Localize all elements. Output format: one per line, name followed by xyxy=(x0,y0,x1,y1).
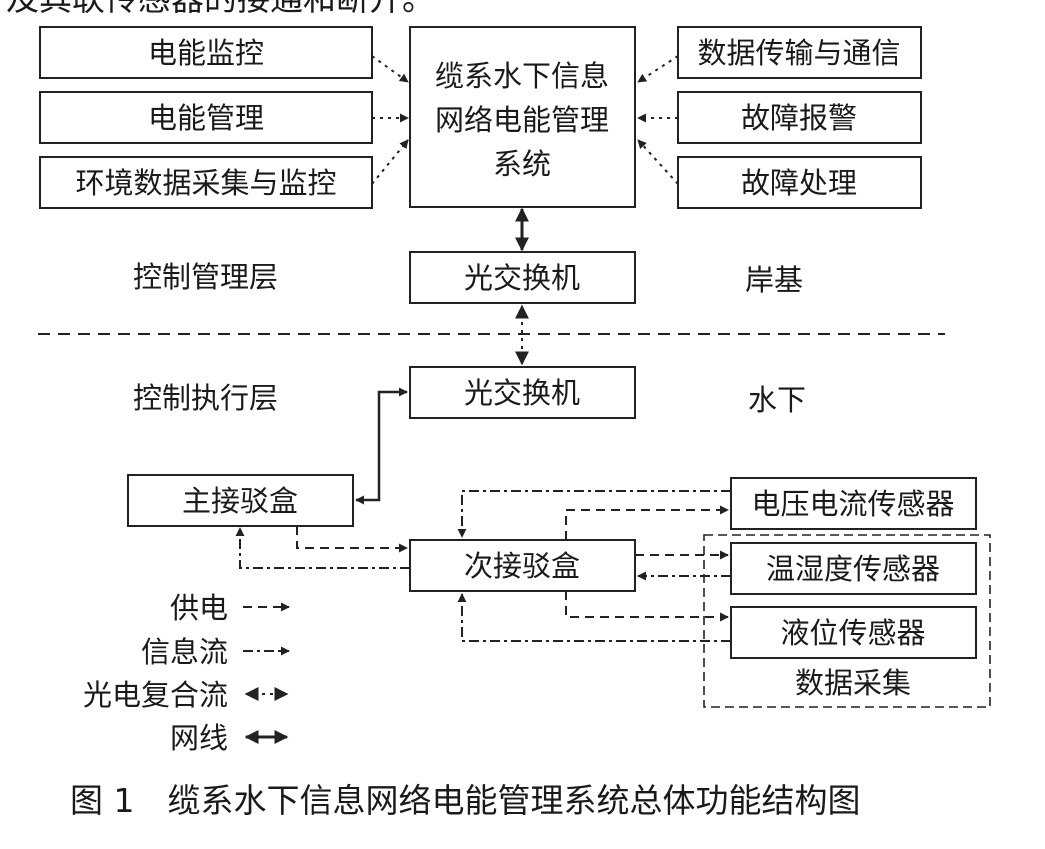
left-function-0: 电能监控 xyxy=(148,36,264,70)
switch-bottom-label: 光交换机 xyxy=(464,376,580,410)
left-box-1 xyxy=(39,91,373,144)
data-acquisition-group xyxy=(703,534,991,708)
arrow-left-0 xyxy=(371,55,409,83)
layer-control-execution: 控制执行层 xyxy=(133,381,278,415)
header-fragment: 及其联传感器的接通和断开。 xyxy=(6,0,435,18)
right-box-2 xyxy=(677,156,922,209)
layer-shore: 岸基 xyxy=(745,263,803,297)
main-junction-label: 主接驳盒 xyxy=(182,484,298,518)
switch-top-label: 光交换机 xyxy=(464,261,580,295)
sensor-box-0 xyxy=(730,477,977,530)
central-system-line-0: 缆系水下信息 xyxy=(435,59,609,93)
sensor-box-1 xyxy=(730,542,977,595)
power-main-to-sub xyxy=(296,526,408,553)
layer-underwater: 水下 xyxy=(748,383,806,417)
left-function-1: 电能管理 xyxy=(148,101,264,135)
sensor-2: 液位传感器 xyxy=(780,616,925,650)
central-system-line-2: 系统 xyxy=(493,147,551,181)
right-box-0 xyxy=(677,26,922,79)
layer-control-management: 控制管理层 xyxy=(133,260,278,294)
right-function-2: 故障处理 xyxy=(741,166,857,200)
left-box-2 xyxy=(39,156,373,209)
info-level-to-sub xyxy=(457,593,731,642)
legend-label-0: 供电 xyxy=(170,591,228,625)
power-sub-to-vc xyxy=(565,505,729,540)
info-sub-to-main xyxy=(235,527,410,569)
switch-top-box xyxy=(409,251,636,304)
central-system-box xyxy=(409,26,636,208)
sub-junction-label: 次接驳盒 xyxy=(464,549,580,583)
switch-bottom-box xyxy=(409,366,636,419)
right-function-1: 故障报警 xyxy=(741,101,857,135)
right-function-0: 数据传输与通信 xyxy=(697,36,900,70)
legend-label-1: 信息流 xyxy=(141,635,228,669)
central-system-line-1: 网络电能管理 xyxy=(435,103,609,137)
legend-label-2: 光电复合流 xyxy=(83,678,228,712)
sensor-0: 电压电流传感器 xyxy=(751,487,954,521)
link-main-switch xyxy=(355,387,408,505)
figure-caption: 图 1 缆系水下信息网络电能管理系统总体功能结构图 xyxy=(70,781,861,820)
data-group-label: 数据采集 xyxy=(795,666,911,700)
sub-junction-box xyxy=(409,539,636,592)
main-junction-box xyxy=(127,474,354,527)
sensor-1: 温湿度传感器 xyxy=(766,552,940,586)
power-sub-to-level xyxy=(565,591,729,622)
arrow-right-0 xyxy=(637,55,679,83)
left-box-0 xyxy=(39,26,373,79)
arrow-left-2 xyxy=(371,139,409,185)
arrow-right-2 xyxy=(637,139,679,185)
left-function-2: 环境数据采集与监控 xyxy=(75,166,336,200)
sensor-box-2 xyxy=(730,606,977,659)
legend-label-3: 网线 xyxy=(170,721,228,755)
info-vc-to-sub xyxy=(457,490,731,538)
